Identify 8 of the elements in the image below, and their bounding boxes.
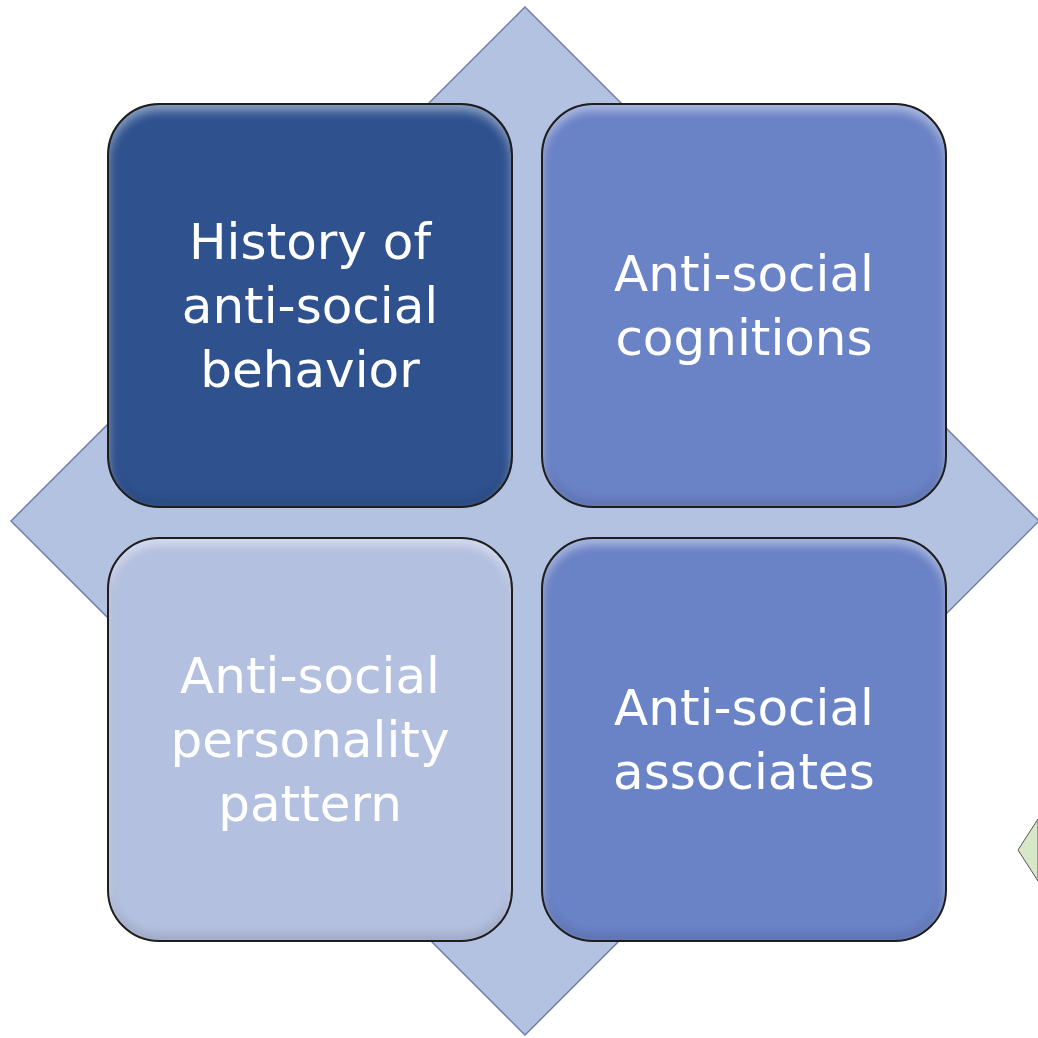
box-label: History of anti-social behavior	[180, 211, 440, 401]
rounded-box	[107, 103, 513, 508]
rounded-box	[541, 537, 947, 942]
rounded-box	[107, 537, 513, 942]
box-label: Anti-social cognitions	[613, 243, 875, 369]
box-label: Anti-social associates	[612, 677, 876, 803]
rounded-box	[541, 103, 947, 508]
box-label: Anti-social personality pattern	[169, 645, 451, 835]
